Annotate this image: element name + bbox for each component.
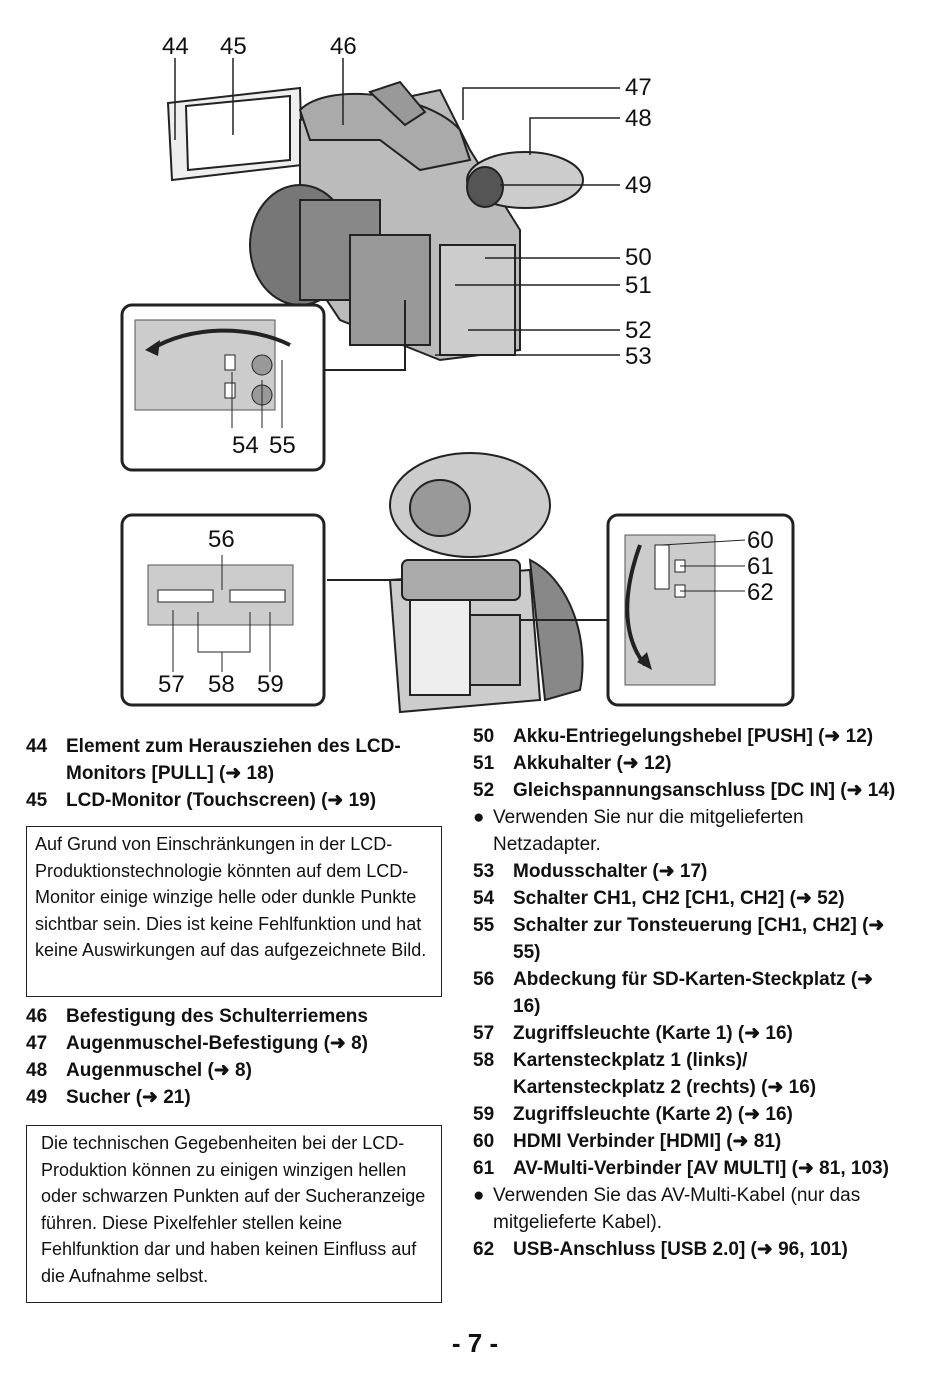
callout-52: 52 (625, 317, 652, 344)
list-item: 44 Element zum Herausziehen des LCD-Moni… (26, 733, 446, 787)
item-number: 51 (473, 753, 495, 774)
list-item: 50 Akku-Entriegelungshebel [PUSH] (➜ 12) (473, 723, 903, 750)
callout-60: 60 (747, 527, 774, 554)
item-number: 60 (473, 1131, 495, 1152)
list-item: 53 Modusschalter (➜ 17) (473, 858, 903, 885)
callout-62: 62 (747, 579, 774, 606)
item-text: AV-Multi-Verbinder [AV MULTI] (➜ 81, 103… (513, 1158, 889, 1179)
item-text: Zugriffsleuchte (Karte 1) (➜ 16) (513, 1023, 793, 1044)
list-item: 46 Befestigung des Schulterriemens (26, 1003, 446, 1030)
item-text: Schalter CH1, CH2 [CH1, CH2] (➜ 52) (513, 888, 845, 909)
list-item: 45 LCD-Monitor (Touchscreen) (➜ 19) (26, 787, 446, 814)
callout-45: 45 (220, 33, 247, 60)
bullet-text: Verwenden Sie nur die mitgelieferten Net… (493, 807, 804, 855)
callout-51: 51 (625, 272, 652, 299)
item-text: Gleichspannungsanschluss [DC IN] (➜ 14) (513, 780, 896, 801)
item-number: 47 (26, 1033, 48, 1054)
list-item: 54 Schalter CH1, CH2 [CH1, CH2] (➜ 52) (473, 885, 903, 912)
item-number: 58 (473, 1050, 495, 1071)
item-text: Augenmuschel-Befestigung (➜ 8) (66, 1033, 368, 1054)
callout-44: 44 (162, 33, 189, 60)
callout-58: 58 (208, 671, 235, 698)
callout-56: 56 (208, 526, 235, 553)
callout-53: 53 (625, 343, 652, 370)
list-item: 48 Augenmuschel (➜ 8) (26, 1057, 446, 1084)
viewfinder-note-box: Die technischen Gegebenheiten bei der LC… (26, 1125, 442, 1303)
callout-49: 49 (625, 172, 652, 199)
item-text: Akku-Entriegelungshebel [PUSH] (➜ 12) (513, 726, 874, 747)
bullet-icon: ● (473, 1185, 485, 1206)
item-number: 56 (473, 969, 495, 990)
list-item: 59 Zugriffsleuchte (Karte 2) (➜ 16) (473, 1101, 903, 1128)
item-number: 54 (473, 888, 495, 909)
callout-54: 54 (232, 432, 259, 459)
callout-61: 61 (747, 553, 774, 580)
item-text: Schalter zur Tonsteuerung [CH1, CH2] (➜ … (513, 915, 885, 963)
callout-57: 57 (158, 671, 185, 698)
item-number: 46 (26, 1006, 48, 1027)
item-text: Akkuhalter (➜ 12) (513, 753, 672, 774)
bullet-note: ● Verwenden Sie das AV-Multi-Kabel (nur … (473, 1182, 903, 1236)
lcd-note-box: Auf Grund von Einschränkungen in der LCD… (26, 826, 442, 997)
bullet-note: ● Verwenden Sie nur die mitgelieferten N… (473, 804, 903, 858)
item-text: Befestigung des Schulterriemens (66, 1006, 368, 1027)
item-text: LCD-Monitor (Touchscreen) (➜ 19) (66, 790, 377, 811)
callout-46: 46 (330, 33, 357, 60)
item-number: 57 (473, 1023, 495, 1044)
item-number: 53 (473, 861, 495, 882)
callout-55: 55 (269, 432, 296, 459)
list-item: 58 Kartensteckplatz 1 (links)/ Kartenste… (473, 1047, 903, 1101)
item-number: 59 (473, 1104, 495, 1125)
bullet-text: Verwenden Sie das AV-Multi-Kabel (nur da… (493, 1185, 861, 1233)
callout-59: 59 (257, 671, 284, 698)
left-column-items-b: 46 Befestigung des Schulterriemens 47 Au… (26, 1003, 446, 1111)
item-number: 45 (26, 790, 48, 811)
list-item: 51 Akkuhalter (➜ 12) (473, 750, 903, 777)
item-text: HDMI Verbinder [HDMI] (➜ 81) (513, 1131, 782, 1152)
list-item: 62 USB-Anschluss [USB 2.0] (➜ 96, 101) (473, 1236, 903, 1263)
callout-48: 48 (625, 105, 652, 132)
callout-50: 50 (625, 244, 652, 271)
item-number: 48 (26, 1060, 48, 1081)
list-item: 55 Schalter zur Tonsteuerung [CH1, CH2] … (473, 912, 903, 966)
viewfinder-note-text: Die technischen Gegebenheiten bei der LC… (41, 1133, 426, 1286)
lcd-note-text: Auf Grund von Einschränkungen in der LCD… (35, 834, 427, 961)
item-number: 49 (26, 1087, 48, 1108)
left-column-items-a: 44 Element zum Herausziehen des LCD-Moni… (26, 733, 446, 814)
list-item: 57 Zugriffsleuchte (Karte 1) (➜ 16) (473, 1020, 903, 1047)
list-item: 56 Abdeckung für SD-Karten-Steckplatz (➜… (473, 966, 903, 1020)
item-text: Augenmuschel (➜ 8) (66, 1060, 252, 1081)
item-text: Zugriffsleuchte (Karte 2) (➜ 16) (513, 1104, 793, 1125)
page-number: - 7 - (451, 1328, 499, 1358)
bullet-icon: ● (473, 807, 485, 828)
list-item: 61 AV-Multi-Verbinder [AV MULTI] (➜ 81, … (473, 1155, 903, 1182)
right-column-items: 50 Akku-Entriegelungshebel [PUSH] (➜ 12)… (473, 723, 903, 1263)
item-text: Element zum Herausziehen des LCD-Monitor… (66, 736, 401, 784)
item-text: Abdeckung für SD-Karten-Steckplatz (➜ 16… (513, 969, 874, 1017)
item-number: 61 (473, 1158, 495, 1179)
list-item: 49 Sucher (➜ 21) (26, 1084, 446, 1111)
item-number: 62 (473, 1239, 495, 1260)
item-number: 52 (473, 780, 495, 801)
item-number: 55 (473, 915, 495, 936)
camcorder-illustration: 44 45 46 47 48 49 50 51 52 53 54 55 56 5… (120, 33, 795, 714)
list-item: 52 Gleichspannungsanschluss [DC IN] (➜ 1… (473, 777, 903, 804)
callout-47: 47 (625, 74, 652, 101)
item-text: USB-Anschluss [USB 2.0] (➜ 96, 101) (513, 1239, 848, 1260)
item-text: Kartensteckplatz 1 (links)/ Kartensteckp… (513, 1050, 817, 1098)
list-item: 60 HDMI Verbinder [HDMI] (➜ 81) (473, 1128, 903, 1155)
item-text: Sucher (➜ 21) (66, 1087, 191, 1108)
item-number: 44 (26, 736, 48, 757)
list-item: 47 Augenmuschel-Befestigung (➜ 8) (26, 1030, 446, 1057)
item-number: 50 (473, 726, 495, 747)
item-text: Modusschalter (➜ 17) (513, 861, 708, 882)
